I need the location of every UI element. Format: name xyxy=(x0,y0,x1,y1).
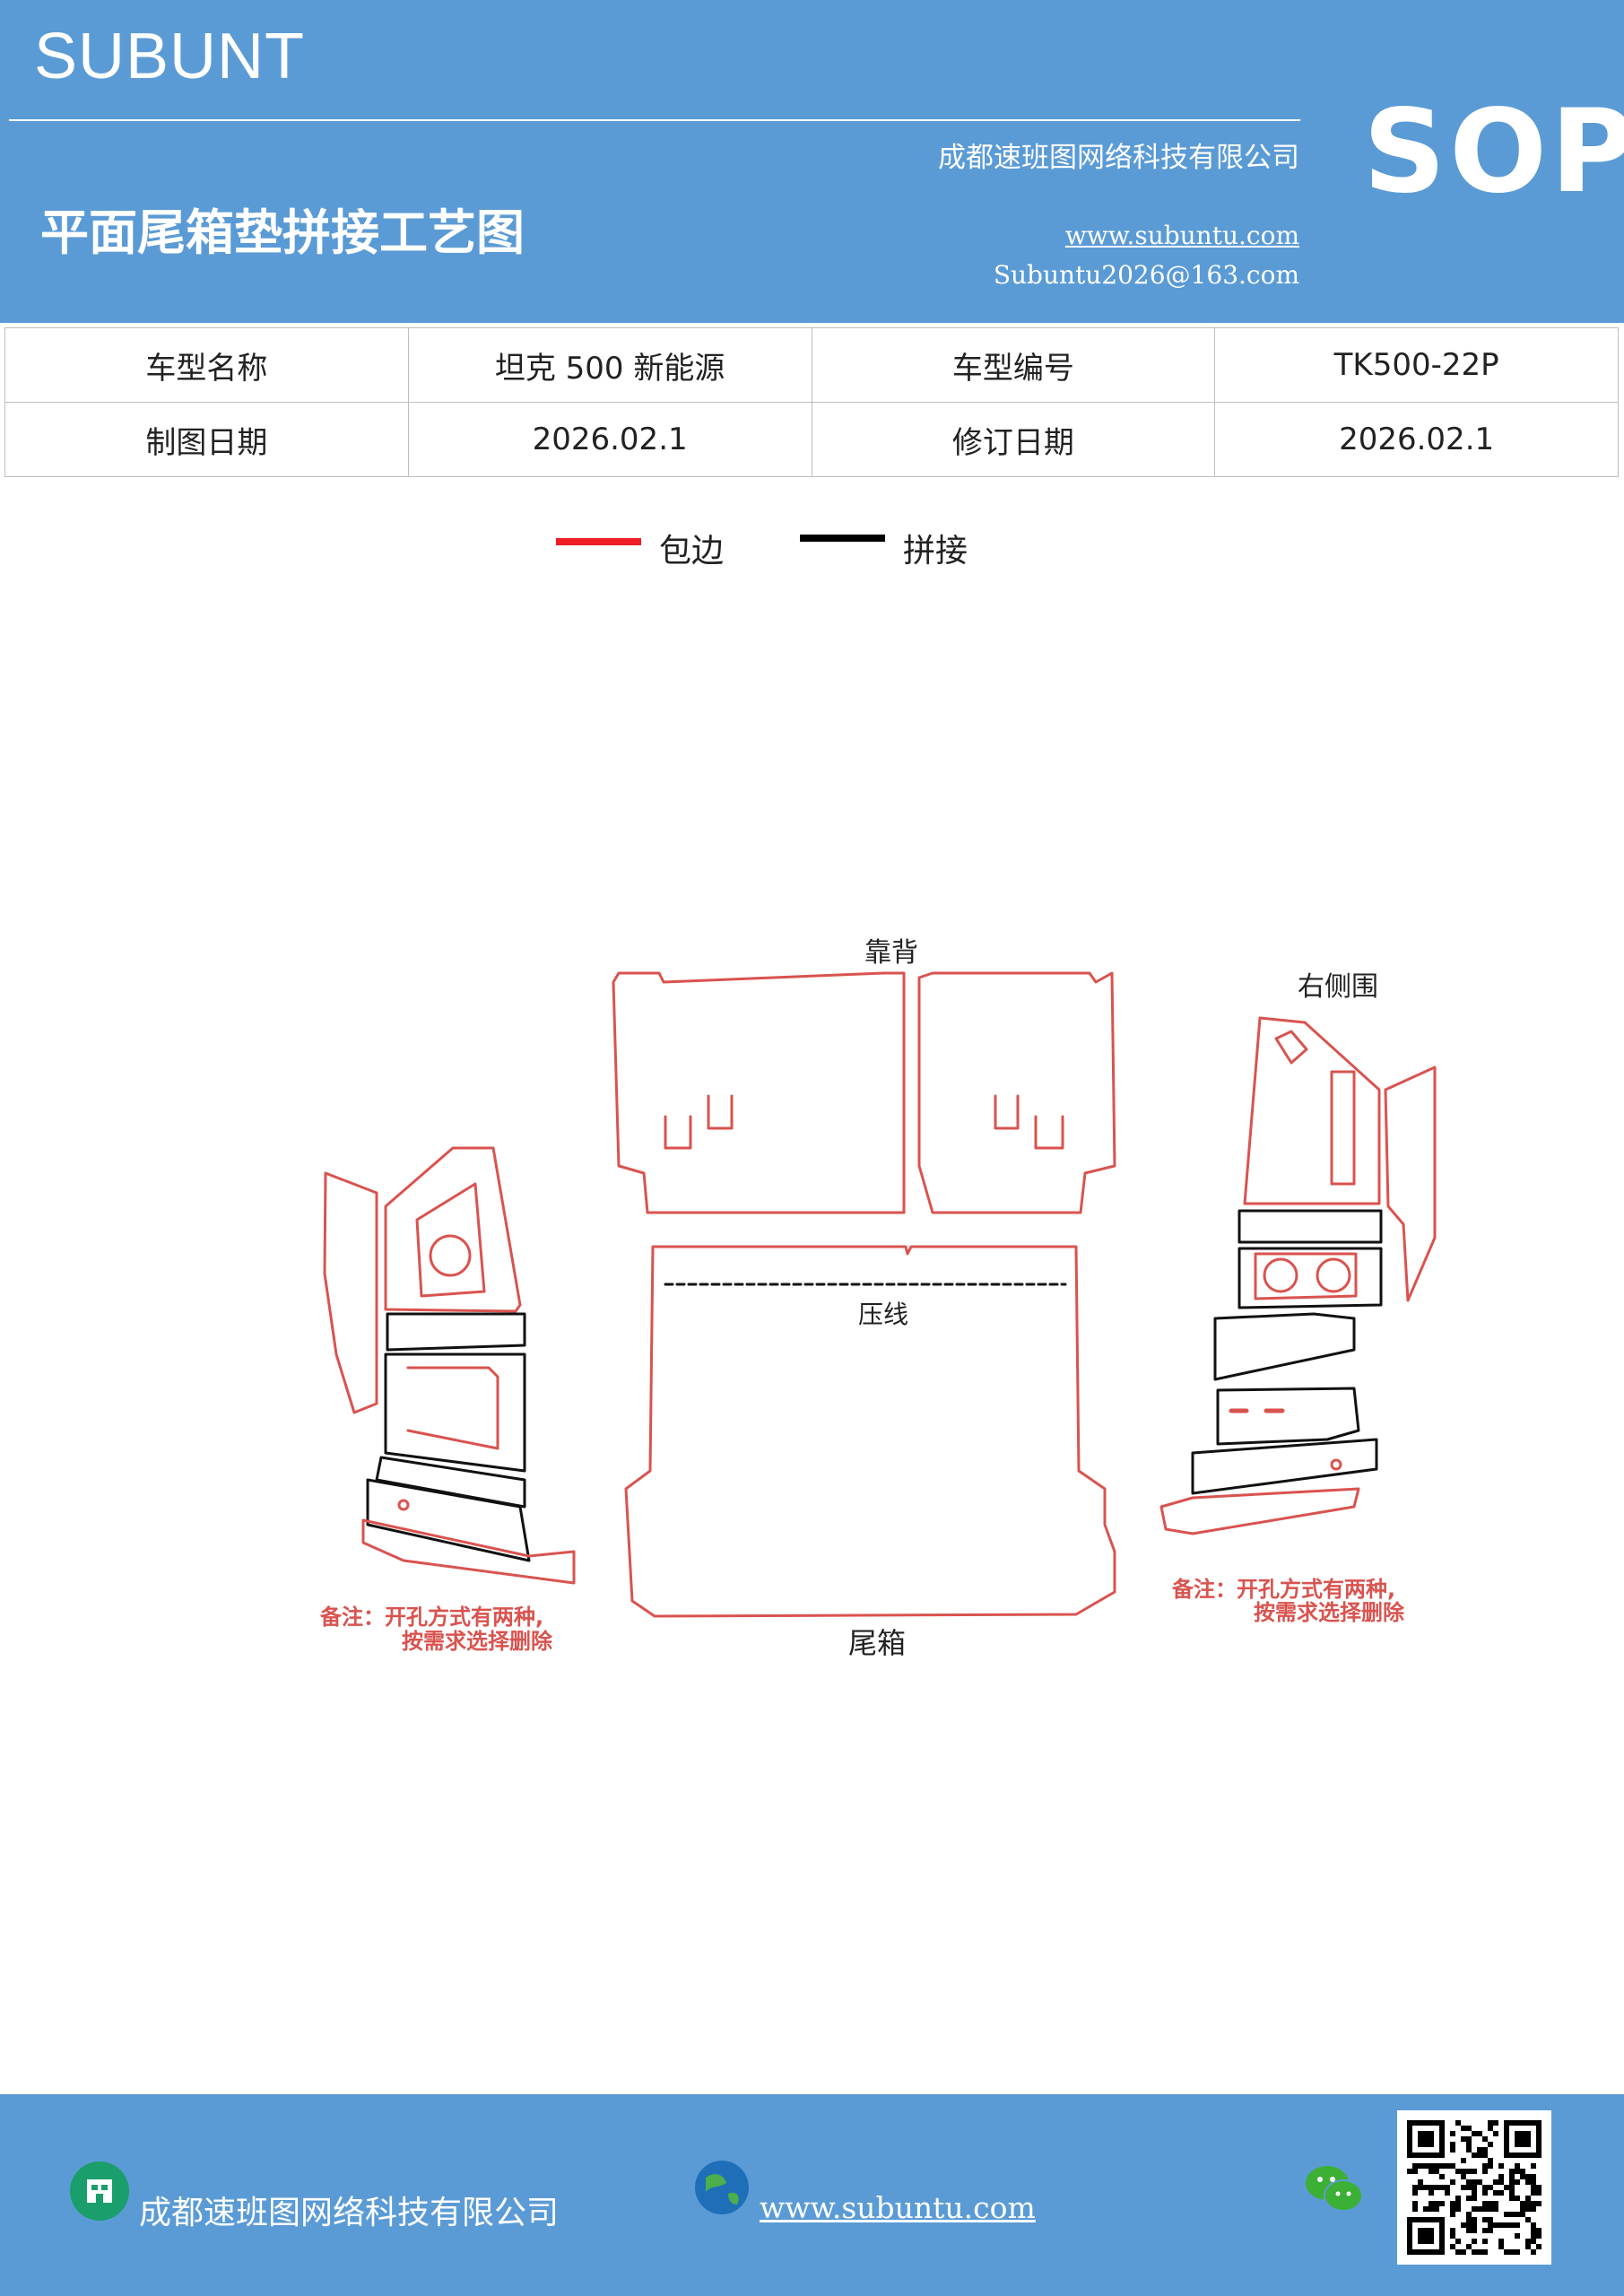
left-side-flap xyxy=(323,1171,378,1414)
backrest-left-panel xyxy=(612,971,906,1214)
model-code-label: 车型编号 xyxy=(811,327,1216,403)
brand-name: SUBUNT xyxy=(34,21,306,92)
seam-legend-swatch xyxy=(800,535,885,542)
draw-date-value: 2026.02.1 xyxy=(407,402,812,477)
seam-legend-label: 拼接 xyxy=(903,533,968,570)
revise-date-label: 修订日期 xyxy=(811,402,1216,477)
right-side-mid-panel xyxy=(1213,1312,1356,1381)
draw-date-label: 制图日期 xyxy=(4,402,409,477)
left-hole-icon xyxy=(397,1499,410,1511)
model-name-label: 车型名称 xyxy=(4,327,409,403)
backrest-label: 靠背 xyxy=(864,937,918,969)
header-banner xyxy=(0,0,1624,323)
left-side-base xyxy=(361,1518,576,1585)
right-fan-icon xyxy=(1263,1257,1298,1293)
left-note-line-2: 按需求选择删除 xyxy=(402,1629,553,1654)
revise-date-value: 2026.02.1 xyxy=(1214,402,1619,477)
edge-legend-swatch xyxy=(556,538,641,545)
backrest-right-slot xyxy=(994,1094,1020,1130)
right-side-label: 右侧围 xyxy=(1298,971,1378,1003)
backrest-right-panel xyxy=(917,971,1116,1214)
right-side-fan-window xyxy=(1254,1252,1358,1300)
header-website-link[interactable]: www.subuntu.com xyxy=(1064,221,1299,250)
left-side-strip xyxy=(386,1312,526,1352)
right-side-fan-panel xyxy=(1238,1247,1383,1309)
left-side-mid-window xyxy=(406,1366,499,1450)
left-fan-icon xyxy=(429,1234,472,1277)
right-note-line-2: 按需求选择删除 xyxy=(1254,1600,1405,1625)
crease-label: 压线 xyxy=(858,1300,908,1329)
legend-item-edge: 包边 xyxy=(556,525,780,570)
backrest-right-slot xyxy=(1034,1115,1064,1150)
footer-website-link[interactable]: www.subuntu.com xyxy=(760,2190,1036,2225)
right-fan-icon xyxy=(1316,1257,1351,1293)
left-note-line-1: 备注：开孔方式有两种, xyxy=(319,1605,543,1630)
right-side-strip xyxy=(1238,1209,1383,1244)
model-name-value: 坦克 500 新能源 xyxy=(407,327,812,403)
edge-legend-label: 包边 xyxy=(659,533,725,570)
footer-company: 成都速班图网络科技有限公司 xyxy=(139,2195,560,2231)
left-side-lower-strip xyxy=(375,1456,526,1509)
qr-code xyxy=(1397,2110,1551,2265)
table-row: 车型名称 坦克 500 新能源 车型编号 TK500-22P xyxy=(4,327,1619,403)
backrest-left-slot xyxy=(664,1115,692,1150)
page-title: 平面尾箱垫拼接工艺图 xyxy=(40,204,525,261)
right-side-flap xyxy=(1384,1065,1437,1302)
header-email: Subuntu2026@163.com xyxy=(993,260,1299,290)
header-company: 成都速班图网络科技有限公司 xyxy=(938,142,1299,174)
right-note-line-1: 备注：开孔方式有两种, xyxy=(1171,1577,1395,1602)
model-code-value: TK500-22P xyxy=(1214,327,1619,403)
right-side-lower-panel xyxy=(1216,1387,1360,1446)
globe-icon xyxy=(692,2158,751,2217)
trunk-label: 尾箱 xyxy=(848,1626,906,1660)
backrest-left-slot xyxy=(707,1094,734,1130)
legend-item-seam: 拼接 xyxy=(800,525,1024,570)
table-row: 制图日期 2026.02.1 修订日期 2026.02.1 xyxy=(4,402,1619,477)
header-divider xyxy=(9,119,1300,121)
sop-badge: SOP xyxy=(1363,85,1624,219)
left-side-mid-panel xyxy=(384,1352,526,1473)
left-side-fan-panel xyxy=(384,1146,522,1313)
right-side-base xyxy=(1159,1487,1360,1535)
right-side-tall-panel xyxy=(1243,1016,1381,1205)
left-side-bottom-panel xyxy=(366,1478,531,1562)
right-side-tall-window xyxy=(1274,1030,1308,1065)
right-side-slot xyxy=(1330,1070,1356,1186)
building-icon xyxy=(70,2161,129,2221)
wechat-icon[interactable] xyxy=(1303,2161,1366,2215)
right-hole-icon xyxy=(1330,1458,1342,1471)
trunk-floor-panel xyxy=(624,1245,1116,1618)
left-side-fan-window xyxy=(415,1182,486,1298)
info-table: 车型名称 坦克 500 新能源 车型编号 TK500-22P 制图日期 2026… xyxy=(4,327,1619,477)
right-side-bottom-panel xyxy=(1191,1438,1378,1495)
